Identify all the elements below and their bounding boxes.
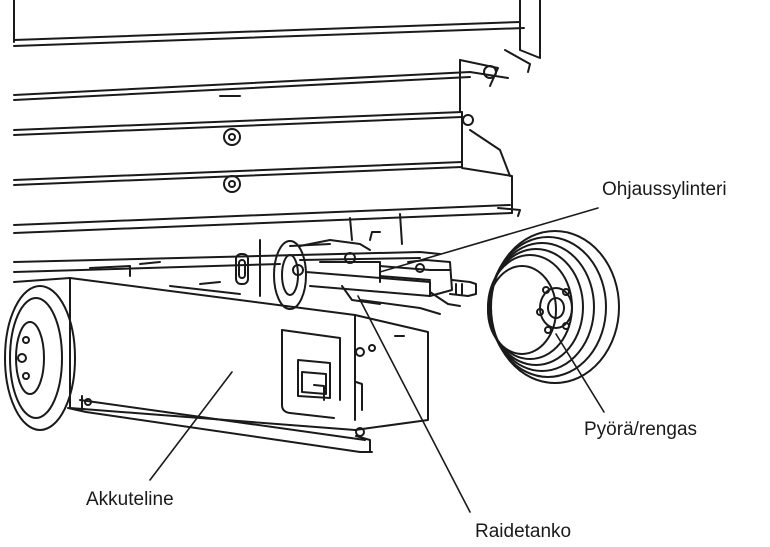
right-wheel xyxy=(487,230,620,384)
label-steering-cylinder: Ohjaussylinteri xyxy=(602,179,727,200)
leader-battery-tray xyxy=(149,371,233,481)
leader-lines xyxy=(149,207,605,513)
leader-tie-rod xyxy=(357,295,471,513)
steering-assembly xyxy=(273,231,477,315)
chassis xyxy=(13,213,441,297)
leader-steering-cylinder xyxy=(379,207,599,273)
label-battery-tray: Akkuteline xyxy=(86,489,174,510)
label-wheel-tire: Pyörä/rengas xyxy=(584,419,698,440)
battery-tray xyxy=(67,277,429,453)
platform-frame xyxy=(13,0,541,234)
label-tie-rod: Raidetanko xyxy=(475,521,572,542)
leader-wheel-tire xyxy=(555,333,605,413)
left-wheel xyxy=(4,285,76,431)
